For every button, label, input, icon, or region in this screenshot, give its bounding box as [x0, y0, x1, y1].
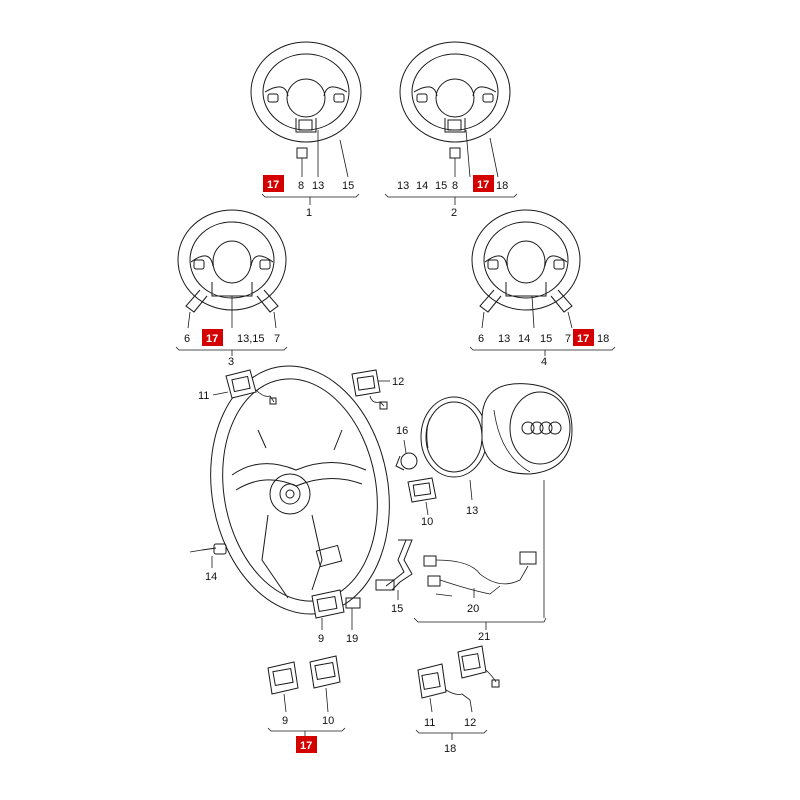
button-module-icon — [407, 477, 437, 503]
steering-wheel-icon — [399, 41, 511, 178]
wiring-harness-icon — [423, 551, 537, 597]
button-module-icon — [225, 369, 277, 405]
part-number-15: 15 — [391, 603, 403, 615]
bolt-icon — [395, 452, 418, 471]
part-number-21: 21 — [478, 631, 490, 643]
button-module-icon — [267, 661, 299, 695]
airbag-module-icon — [481, 383, 573, 475]
switch-part — [345, 597, 361, 609]
part-number-18: 18 — [496, 180, 508, 192]
contact-ring — [420, 396, 488, 478]
part-number-10: 10 — [421, 516, 433, 528]
part-number-8: 8 — [298, 180, 304, 192]
part-number-15: 15 — [540, 333, 552, 345]
part-number-8: 8 — [452, 180, 458, 192]
paddle-shifter-icon — [479, 289, 573, 313]
part-number-11: 11 — [198, 390, 209, 402]
part-badge-17 — [263, 175, 284, 192]
button-module-icon — [311, 589, 345, 619]
part-number-17: 17 — [577, 333, 589, 345]
part-number-16: 16 — [396, 425, 408, 437]
part-number-13: 13 — [397, 180, 409, 192]
button-module-icon — [309, 655, 341, 689]
wiring-harness-icon — [375, 539, 413, 591]
part-number-11: 11 — [424, 717, 435, 729]
group-number-4: 4 — [541, 356, 547, 368]
part-number-9: 9 — [282, 715, 288, 727]
part-number-7: 7 — [274, 333, 280, 345]
part-number-14: 14 — [518, 333, 530, 345]
part-number-17: 17 — [477, 179, 489, 191]
part-number-13: 13 — [312, 180, 324, 192]
audi-rings-logo — [521, 421, 562, 435]
part-number-17: 17 — [300, 740, 312, 752]
steering-wheel-icon — [177, 209, 287, 329]
part-number-20: 20 — [467, 603, 479, 615]
part-number-6: 6 — [478, 333, 484, 345]
part-badge-17 — [473, 175, 494, 192]
bolt-icon — [201, 543, 227, 555]
button-module-icon — [417, 663, 471, 701]
button-module-icon — [457, 645, 500, 688]
steering-wheel-icon — [471, 209, 581, 329]
part-number-15: 15 — [435, 180, 447, 192]
part-number-12: 12 — [464, 717, 476, 729]
part-number-14: 14 — [416, 180, 428, 192]
group-number-2: 2 — [451, 207, 457, 219]
button-module-icon — [351, 369, 388, 410]
part-number-13: 13 — [466, 505, 478, 517]
part-number-9: 9 — [318, 633, 324, 645]
part-number-14: 14 — [205, 571, 217, 583]
part-badge-17 — [202, 329, 223, 346]
part-badge-17 — [296, 736, 317, 753]
part-number-10: 10 — [322, 715, 334, 727]
part-number-17: 17 — [267, 179, 279, 191]
part-number-15: 15 — [342, 180, 354, 192]
group-number-1: 1 — [306, 207, 312, 219]
steering-wheel-icon — [250, 41, 362, 178]
group-number-3: 3 — [228, 356, 234, 368]
part-number-18: 18 — [597, 333, 609, 345]
part-number-13: 13 — [498, 333, 510, 345]
part-number-7: 7 — [565, 333, 571, 345]
part-number-12: 12 — [392, 376, 404, 388]
paddle-shifter-icon — [185, 289, 279, 313]
part-number-17: 17 — [206, 333, 218, 345]
part-number-13-15: 13,15 — [237, 333, 265, 345]
group-number-18: 18 — [444, 743, 456, 755]
part-number-19: 19 — [346, 633, 358, 645]
part-number-6: 6 — [184, 333, 190, 345]
part-badge-17 — [573, 329, 594, 346]
